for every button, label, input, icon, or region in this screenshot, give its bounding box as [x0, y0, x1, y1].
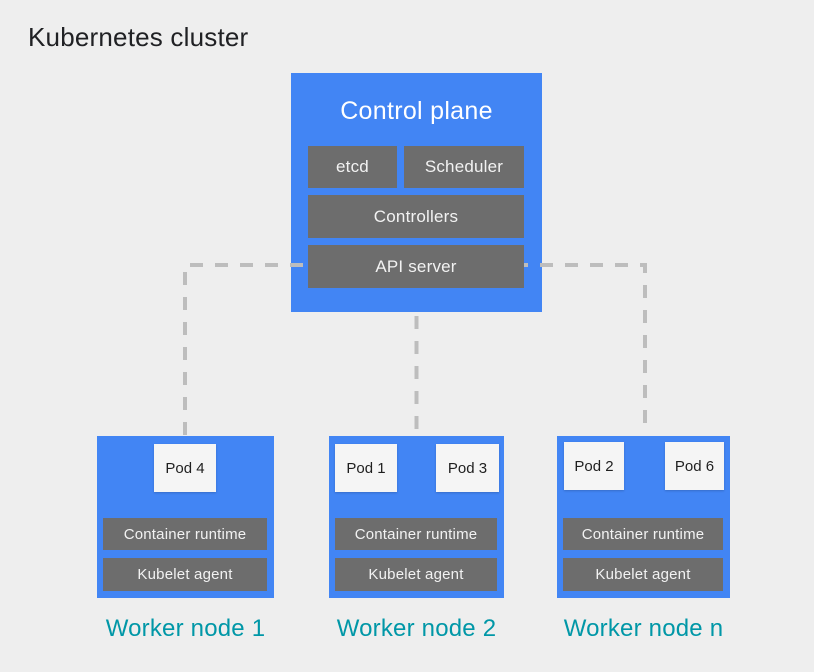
control-plane-title: Control plane	[340, 97, 493, 125]
kubelet-agent-box: Kubelet agent	[103, 558, 267, 591]
controllers-box: Controllers	[308, 195, 524, 238]
scheduler-box: Scheduler	[404, 146, 524, 188]
etcd-box: etcd	[308, 146, 397, 188]
pod-box: Pod 1	[335, 444, 397, 492]
pod-box: Pod 6	[665, 442, 724, 490]
control-plane-box: Control plane etcd Scheduler Controllers…	[291, 73, 542, 312]
pod-box: Pod 4	[154, 444, 216, 492]
container-runtime-box: Container runtime	[103, 518, 267, 550]
container-runtime-box: Container runtime	[563, 518, 723, 550]
pod-box: Pod 2	[564, 442, 624, 490]
worker-node-2-box: Pod 1 Pod 3 Container runtime Kubelet ag…	[329, 436, 504, 598]
worker-node-1-box: Pod 4 Container runtime Kubelet agent	[97, 436, 274, 598]
diagram-title: Kubernetes cluster	[28, 22, 249, 52]
kubelet-agent-box: Kubelet agent	[563, 558, 723, 591]
pod-box: Pod 3	[436, 444, 499, 492]
container-runtime-box: Container runtime	[335, 518, 497, 550]
worker-node-n-box: Pod 2 Pod 6 Container runtime Kubelet ag…	[557, 436, 730, 598]
worker-node-n-label: Worker node n	[563, 615, 724, 642]
kubelet-agent-box: Kubelet agent	[335, 558, 497, 591]
worker-node-2-label: Worker node 2	[336, 615, 497, 642]
api-server-box: API server	[308, 245, 524, 288]
worker-node-1-label: Worker node 1	[105, 615, 266, 642]
